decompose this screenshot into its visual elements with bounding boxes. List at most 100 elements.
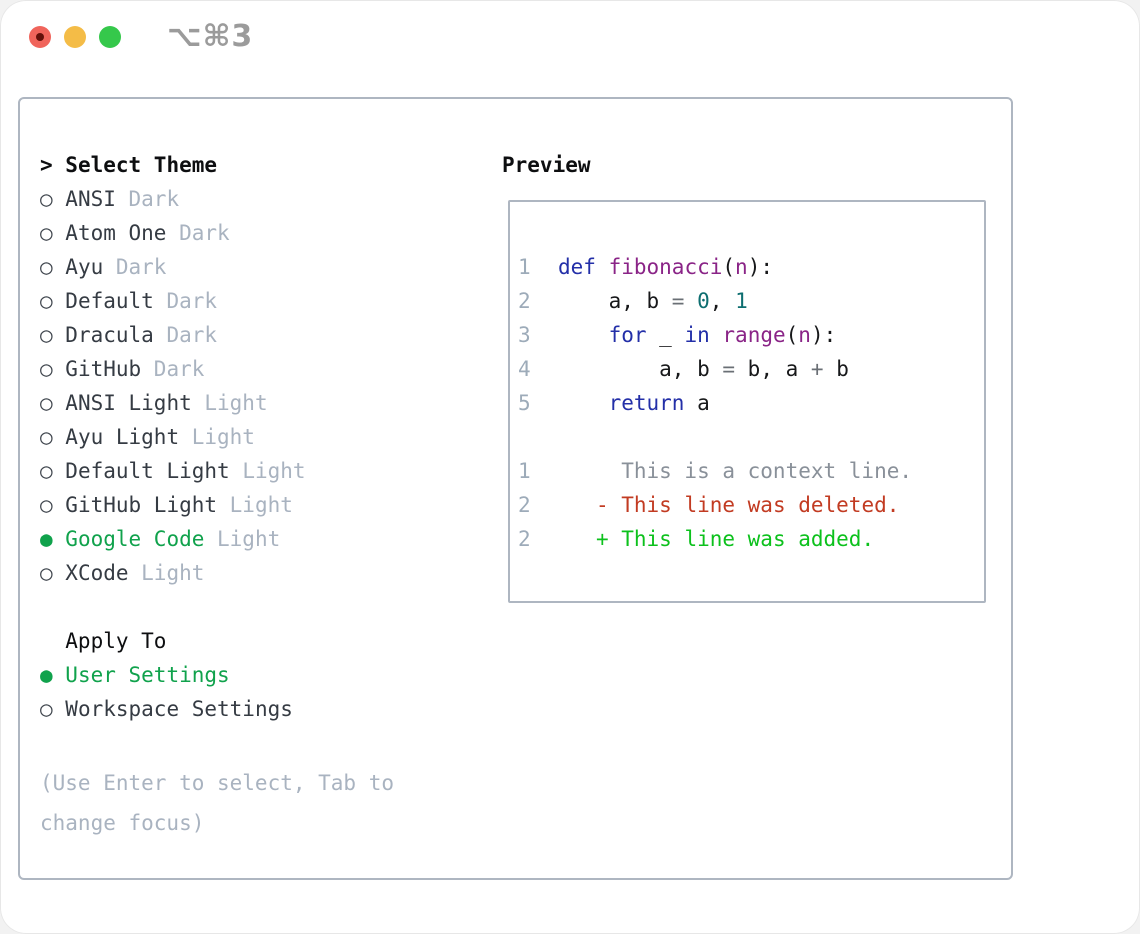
line-number: 2 bbox=[518, 289, 531, 313]
theme-option[interactable]: ○ Default Dark bbox=[40, 284, 394, 318]
token-kw: for bbox=[608, 323, 647, 347]
token-pl: ( bbox=[722, 255, 736, 279]
theme-name: Atom One bbox=[65, 221, 167, 245]
token-pl bbox=[558, 493, 596, 517]
line-number: 2 bbox=[518, 527, 531, 551]
theme-name: GitHub bbox=[65, 357, 142, 381]
theme-variant: Dark bbox=[115, 187, 180, 211]
select-theme-label: Select Theme bbox=[65, 153, 218, 177]
theme-option[interactable]: ○ Atom One Dark bbox=[40, 216, 394, 250]
token-pl: a, b bbox=[558, 357, 723, 381]
theme-variant: Light bbox=[229, 459, 306, 483]
diff-preview: 1 This is a context line.2 - This line w… bbox=[518, 454, 978, 556]
token-ctx: This is a context line. bbox=[558, 459, 913, 483]
token-op: = bbox=[671, 289, 685, 313]
theme-option[interactable]: ○ Ayu Light Light bbox=[40, 420, 394, 454]
token-pl: _ bbox=[646, 323, 685, 347]
token-pl: b bbox=[823, 357, 849, 381]
radio-unselected-icon: ○ bbox=[40, 357, 66, 381]
code-line: 3 for _ in range(n): bbox=[518, 318, 978, 352]
zoom-button[interactable] bbox=[99, 26, 121, 48]
line-number: 1 bbox=[518, 255, 531, 279]
radio-unselected-icon: ○ bbox=[40, 561, 66, 585]
line-number: 1 bbox=[518, 459, 531, 483]
token-pl bbox=[558, 323, 609, 347]
token-pl: a, b bbox=[558, 289, 672, 313]
theme-option[interactable]: ○ GitHub Light Light bbox=[40, 488, 394, 522]
token-pl: , bbox=[709, 289, 736, 313]
radio-unselected-icon: ○ bbox=[40, 221, 66, 245]
apply-option-label: Workspace Settings bbox=[65, 697, 293, 721]
token-del: - This line was deleted. bbox=[595, 493, 900, 517]
theme-option[interactable]: ○ Dracula Dark bbox=[40, 318, 394, 352]
spacer bbox=[40, 590, 394, 624]
token-pl bbox=[684, 289, 697, 313]
theme-selector-panel: > Select Theme ○ ANSI Dark○ Atom One Dar… bbox=[18, 97, 1013, 880]
select-theme-header: > Select Theme bbox=[40, 148, 394, 182]
radio-unselected-icon: ○ bbox=[40, 391, 66, 415]
theme-option[interactable]: ○ GitHub Dark bbox=[40, 352, 394, 386]
theme-variant: Dark bbox=[103, 255, 167, 279]
token-kw: return bbox=[608, 391, 685, 415]
diff-line: 2 + This line was added. bbox=[518, 522, 978, 556]
token-pl bbox=[596, 255, 609, 279]
radio-unselected-icon: ○ bbox=[40, 323, 66, 347]
line-number: 2 bbox=[518, 493, 531, 517]
theme-option[interactable]: ○ ANSI Light Light bbox=[40, 386, 394, 420]
window-title: ⌥⌘3 bbox=[167, 19, 254, 54]
token-pl: a bbox=[684, 391, 710, 415]
theme-option[interactable]: ○ XCode Light bbox=[40, 556, 394, 590]
token-pl: ): bbox=[747, 255, 773, 279]
theme-variant: Dark bbox=[166, 221, 230, 245]
theme-variant: Dark bbox=[141, 357, 205, 381]
theme-option[interactable]: ● Google Code Light bbox=[40, 522, 394, 556]
theme-variant: Light bbox=[191, 391, 268, 415]
theme-name: Dracula bbox=[65, 323, 154, 347]
theme-option[interactable]: ○ Ayu Dark bbox=[40, 250, 394, 284]
close-button[interactable] bbox=[29, 26, 51, 48]
token-pl bbox=[710, 323, 723, 347]
radio-unselected-icon: ○ bbox=[40, 187, 66, 211]
theme-list: > Select Theme ○ ANSI Dark○ Atom One Dar… bbox=[40, 148, 394, 840]
theme-name: Default Light bbox=[65, 459, 230, 483]
line-number: 4 bbox=[518, 357, 531, 381]
theme-name: Ayu bbox=[65, 255, 104, 279]
theme-name: ANSI bbox=[65, 187, 116, 211]
token-op: + bbox=[810, 357, 824, 381]
theme-option[interactable]: ○ Default Light Light bbox=[40, 454, 394, 488]
line-number: 5 bbox=[518, 391, 531, 415]
token-fn: fibonacci bbox=[608, 255, 723, 279]
radio-selected-icon: ● bbox=[40, 527, 66, 551]
theme-variant: Dark bbox=[153, 289, 218, 313]
code-line: 5 return a bbox=[518, 386, 978, 420]
diff-line: 2 - This line was deleted. bbox=[518, 488, 978, 522]
radio-unselected-icon: ○ bbox=[40, 255, 66, 279]
token-op: = bbox=[722, 357, 736, 381]
token-fn: range bbox=[722, 323, 786, 347]
radio-unselected-icon: ○ bbox=[40, 425, 66, 449]
radio-unselected-icon: ○ bbox=[40, 289, 66, 313]
line-number: 3 bbox=[518, 323, 531, 347]
minimize-button[interactable] bbox=[64, 26, 86, 48]
theme-name: Google Code bbox=[65, 527, 205, 551]
theme-variant: Light bbox=[179, 425, 255, 449]
help-text-line-1: (Use Enter to select, Tab to bbox=[40, 771, 395, 795]
apply-to-header: Apply To bbox=[40, 629, 167, 653]
theme-variant: Dark bbox=[153, 323, 218, 347]
apply-to-option[interactable]: ○ Workspace Settings bbox=[40, 692, 394, 726]
theme-name: Default bbox=[65, 289, 154, 313]
token-pl: b, a bbox=[735, 357, 811, 381]
token-kw: def bbox=[558, 255, 596, 279]
apply-to-option[interactable]: ● User Settings bbox=[40, 658, 394, 692]
token-pl bbox=[558, 391, 609, 415]
unsaved-dot-icon bbox=[36, 33, 44, 41]
code-line: 4 a, b = b, a + b bbox=[518, 352, 978, 386]
spacer bbox=[40, 726, 394, 760]
diff-line: 1 This is a context line. bbox=[518, 454, 978, 488]
help-text-line-2: change focus) bbox=[40, 811, 205, 835]
theme-option[interactable]: ○ ANSI Dark bbox=[40, 182, 394, 216]
